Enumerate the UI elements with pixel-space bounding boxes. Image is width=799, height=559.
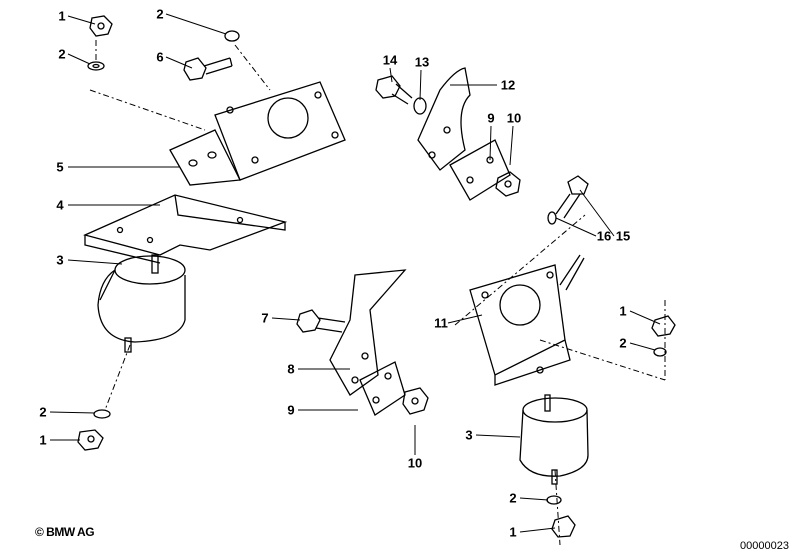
washer-top-left [87, 61, 105, 71]
bolt-15 [555, 175, 589, 219]
washer-13 [413, 97, 427, 115]
callout-12-bracket[interactable]: 12 [500, 77, 516, 93]
callout-4-plate[interactable]: 4 [56, 197, 64, 213]
copyright-label: © BMW AG [35, 525, 95, 539]
callout-10-nut[interactable]: 10 [506, 110, 522, 126]
washer-bottom-left [93, 409, 111, 419]
callout-13-washer[interactable]: 13 [414, 54, 430, 70]
callout-2-washer[interactable]: 2 [39, 404, 47, 420]
callout-1-nut[interactable]: 1 [58, 8, 66, 24]
bracket-12 [417, 67, 471, 171]
rubber-mount-right [519, 394, 589, 485]
callout-9-plate[interactable]: 9 [487, 110, 495, 126]
plate-9-mid [359, 361, 406, 416]
nut-bottom-left [77, 429, 104, 451]
callout-3-mount[interactable]: 3 [56, 252, 64, 268]
callout-2-washer[interactable]: 2 [58, 46, 66, 62]
washer-bottom-right [546, 495, 562, 505]
washer-16 [547, 211, 557, 225]
callout-10-nut[interactable]: 10 [407, 455, 423, 471]
bracket-11 [469, 254, 585, 386]
bolt-7 [296, 309, 346, 333]
nut-top-left [89, 15, 113, 37]
bracket-8 [329, 269, 407, 396]
bolt-6 [183, 57, 233, 81]
callout-14-bolt[interactable]: 14 [382, 52, 398, 68]
callout-16-washer[interactable]: 16 [596, 228, 612, 244]
washer-top [224, 30, 240, 42]
nut-10-mid [402, 387, 429, 415]
nut-bottom-right [551, 515, 576, 538]
bracket-5 [169, 81, 346, 186]
nut-right [651, 315, 676, 337]
callout-1-nut[interactable]: 1 [39, 432, 47, 448]
callout-2-washer[interactable]: 2 [156, 6, 164, 22]
callout-3-mount[interactable]: 3 [465, 427, 473, 443]
plate-9-top [449, 139, 511, 201]
image-id-label: 00000023 [740, 540, 789, 552]
callout-2-washer[interactable]: 2 [619, 335, 627, 351]
callout-11-bracket[interactable]: 11 [434, 315, 448, 331]
leader-lines [49, 13, 666, 546]
callout-2-washer[interactable]: 2 [509, 490, 517, 506]
callout-1-nut[interactable]: 1 [509, 524, 517, 540]
rubber-mount-left [97, 254, 186, 353]
callout-9-plate[interactable]: 9 [287, 402, 295, 418]
callout-7-bolt[interactable]: 7 [261, 310, 269, 326]
callout-6-bolt[interactable]: 6 [156, 49, 164, 65]
washer-right [653, 347, 667, 357]
callout-5-bracket[interactable]: 5 [56, 159, 64, 175]
callout-15-bolt[interactable]: 15 [615, 228, 631, 244]
bolt-14 [375, 75, 413, 105]
callout-1-nut[interactable]: 1 [619, 303, 627, 319]
callout-8-bracket[interactable]: 8 [287, 361, 295, 377]
nut-10-top [495, 171, 521, 197]
